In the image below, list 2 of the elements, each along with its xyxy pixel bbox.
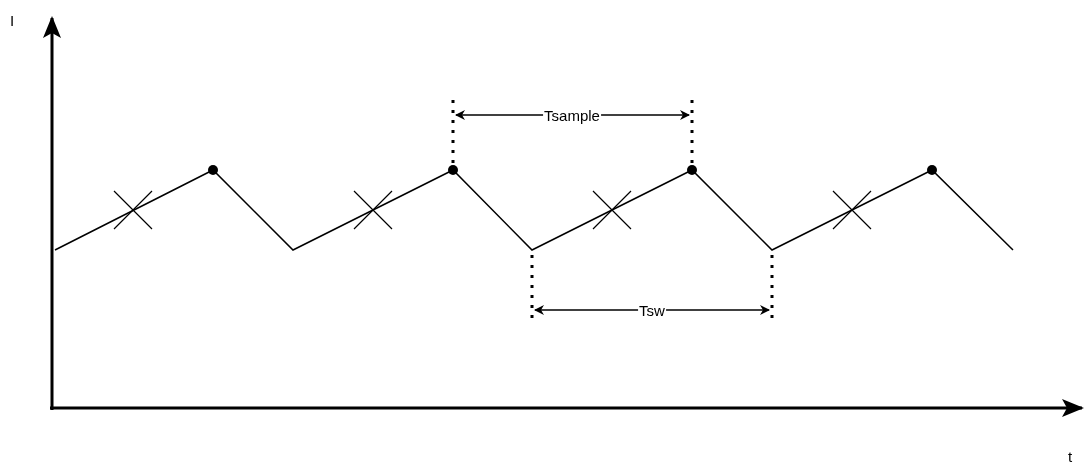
axis-label: t — [1068, 447, 1073, 465]
axis-label: I — [10, 11, 15, 29]
